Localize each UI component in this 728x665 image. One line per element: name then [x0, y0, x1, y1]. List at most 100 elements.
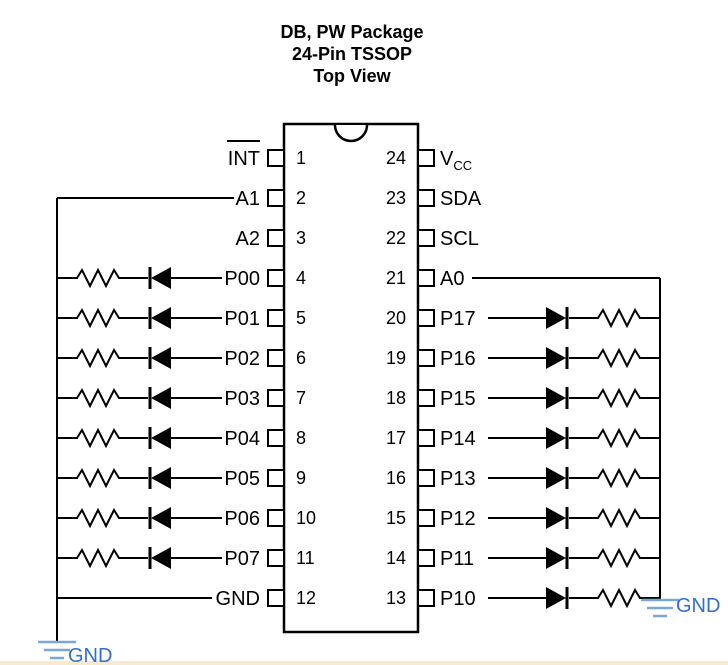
pin-row-right-14: 14 P11	[386, 548, 474, 570]
pin-number: 24	[386, 148, 406, 168]
pin-row-left-9: P05 9	[224, 468, 306, 490]
pin-label: P11	[440, 548, 474, 570]
pin-label: P15	[440, 388, 476, 410]
left-ground-label: GND	[68, 645, 112, 665]
right-ground-icon	[639, 598, 681, 618]
pin-label: GND	[216, 588, 260, 610]
pin-stub	[417, 549, 435, 567]
pin-stub	[417, 349, 435, 367]
led-branch-p03	[55, 385, 224, 411]
pin-number: 6	[296, 348, 306, 368]
led-branch-p01	[55, 305, 224, 331]
pin-stub	[417, 189, 435, 207]
pin-row-right-19: 19 P16	[386, 348, 476, 370]
pin-stub	[417, 309, 435, 327]
pin-label: P04	[224, 428, 260, 450]
pin-label: P14	[440, 428, 476, 450]
figure-title: DB, PW Package 24-Pin TSSOP Top View	[280, 22, 423, 86]
pin-row-right-16: 16 P13	[386, 468, 476, 490]
pin-row-right-18: 18 P15	[386, 388, 476, 410]
pin-stub	[417, 509, 435, 527]
pin-number: 2	[296, 188, 306, 208]
pin-row-right-15: 15 P12	[386, 508, 476, 530]
pin-row-right-17: 17 P14	[386, 428, 476, 450]
pin-label: SCL	[440, 228, 479, 250]
pin-stub	[267, 309, 285, 327]
right-ground-label: GND	[676, 595, 720, 617]
pin-row-right-23: 23 SDA	[386, 188, 482, 210]
pin-label: P06	[224, 508, 260, 530]
pin-number: 19	[386, 348, 406, 368]
led-branch-p04	[55, 425, 224, 451]
pin-stub	[267, 549, 285, 567]
pin-row-left-6: P02 6	[224, 348, 306, 370]
ic-notch-icon	[333, 124, 369, 143]
pin-number: 16	[386, 468, 406, 488]
pin-label: A0	[440, 268, 464, 290]
pin-label: P12	[440, 508, 476, 530]
pin-stub	[267, 189, 285, 207]
pin-row-left-7: P03 7	[224, 388, 306, 410]
pin-row-left-3: A2 3	[236, 228, 306, 250]
pin-number: 11	[296, 548, 315, 568]
title-line-1: DB, PW Package	[280, 22, 423, 42]
pin-row-left-12: GND 12	[216, 588, 316, 610]
pin-label: P07	[224, 548, 260, 570]
led-branch-p00	[55, 265, 224, 291]
right-pins: 24 VCC 23 SDA 22 SCL 21 A0 20 P17 19 P16	[386, 148, 482, 610]
pin-label: P17	[440, 308, 476, 330]
left-network: GND	[36, 197, 234, 665]
pin-row-left-2: A1 2	[236, 188, 306, 210]
pin-row-right-22: 22 SCL	[386, 228, 479, 250]
pin-label: P00	[224, 268, 260, 290]
pin-number: 5	[296, 308, 306, 328]
pin-stub	[267, 429, 285, 447]
pin-number: 12	[296, 588, 316, 608]
led-branch-p07	[55, 545, 224, 571]
led-branch-p12	[486, 505, 662, 531]
pin-number: 22	[386, 228, 406, 248]
pin-row-left-5: P01 5	[224, 308, 306, 330]
pin-stub	[267, 149, 285, 167]
pin-stub	[417, 589, 435, 607]
pin-number: 1	[296, 148, 306, 168]
pin-stub	[417, 429, 435, 447]
pin-row-left-11: P07 11	[224, 548, 314, 570]
pin-number: 3	[296, 228, 306, 248]
led-branch-p05	[55, 465, 224, 491]
led-branch-p02	[55, 345, 224, 371]
pin-stub	[417, 229, 435, 247]
ic-package	[282, 122, 420, 634]
ic-body	[282, 122, 420, 634]
pin-row-right-20: 20 P17	[386, 308, 476, 330]
pin-number: 20	[386, 308, 406, 328]
pin-number: 17	[386, 428, 406, 448]
title-line-3: Top View	[313, 66, 391, 86]
right-network: GND	[472, 277, 720, 618]
pin-label: P16	[440, 348, 476, 370]
pin-label: P13	[440, 468, 476, 490]
led-branch-p11	[486, 545, 662, 571]
page-edge	[0, 661, 728, 665]
pin-stub	[267, 469, 285, 487]
led-branch-p14	[486, 425, 662, 451]
pin-label: P05	[224, 468, 260, 490]
pin-row-left-8: P04 8	[224, 428, 306, 450]
pin-number: 9	[296, 468, 306, 488]
pin-label: INT	[228, 148, 260, 170]
pin-stub	[417, 389, 435, 407]
pin-label: P03	[224, 388, 260, 410]
pin-number: 21	[386, 268, 406, 288]
led-branch-p13	[486, 465, 662, 491]
pin-label: A1	[236, 188, 260, 210]
pin-row-left-10: P06 10	[224, 508, 316, 530]
pin-stub	[267, 349, 285, 367]
pin-label: P01	[224, 308, 260, 330]
led-branch-p16	[486, 345, 662, 371]
pin-number: 10	[296, 508, 316, 528]
led-branch-p17	[486, 305, 662, 331]
pin-number: 15	[386, 508, 406, 528]
pin-number: 18	[386, 388, 406, 408]
